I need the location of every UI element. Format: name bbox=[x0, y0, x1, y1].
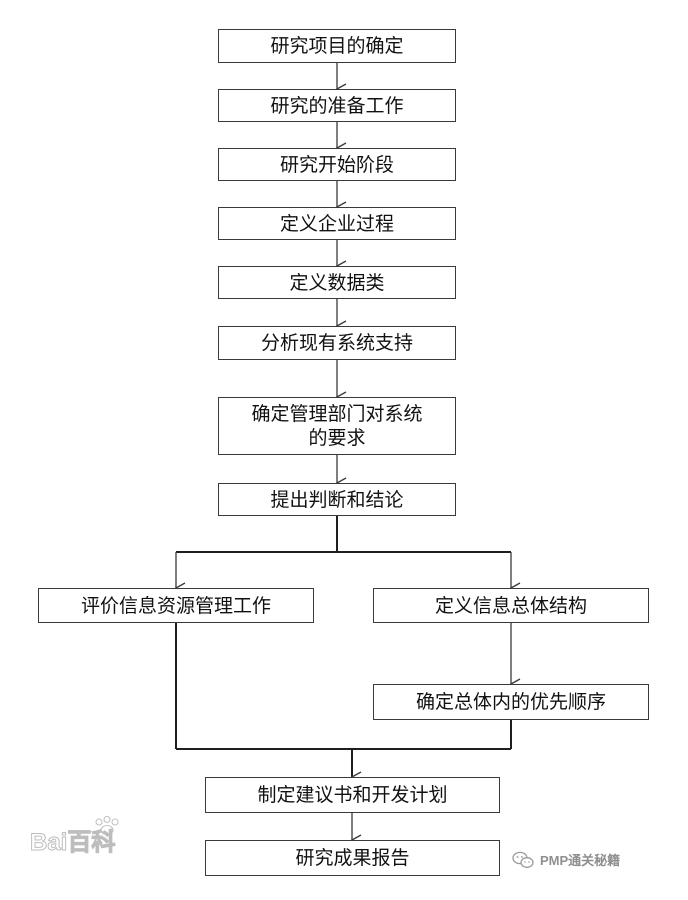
baidu-watermark-text: Bai百科 bbox=[30, 829, 115, 856]
node-label: 研究的准备工作 bbox=[270, 94, 404, 117]
node-label-line1: 确定管理部门对系统 bbox=[251, 403, 423, 425]
node-evaluate-info-resource-management: 评价信息资源管理工作 bbox=[38, 588, 314, 623]
node-research-preparation: 研究的准备工作 bbox=[218, 89, 456, 122]
node-proposal-and-plan: 制定建议书和开发计划 bbox=[205, 777, 500, 813]
node-label-line2: 的要求 bbox=[308, 427, 366, 449]
node-analyze-existing-system: 分析现有系统支持 bbox=[218, 326, 456, 360]
node-define-info-architecture: 定义信息总体结构 bbox=[373, 588, 649, 623]
node-define-business-process: 定义企业过程 bbox=[218, 207, 456, 240]
node-management-requirements: 确定管理部门对系统 的要求 bbox=[218, 397, 456, 455]
wechat-icon bbox=[512, 851, 534, 868]
node-label: 确定总体内的优先顺序 bbox=[415, 691, 606, 713]
node-label: 定义企业过程 bbox=[279, 212, 394, 235]
node-determine-priority: 确定总体内的优先顺序 bbox=[373, 684, 649, 720]
pmp-watermark-text: PMP通关秘籍 bbox=[540, 853, 621, 868]
node-label: 分析现有系统支持 bbox=[260, 332, 413, 354]
node-research-project-confirmation: 研究项目的确定 bbox=[218, 29, 456, 63]
node-label: 定义数据类 bbox=[289, 271, 385, 294]
baidu-baike-watermark: Bai百科 bbox=[30, 816, 119, 856]
node-judgment-and-conclusion: 提出判断和结论 bbox=[218, 483, 456, 516]
node-research-report: 研究成果报告 bbox=[205, 840, 500, 876]
node-label: 研究项目的确定 bbox=[270, 35, 404, 57]
node-label: 研究开始阶段 bbox=[279, 153, 394, 176]
node-label: 定义信息总体结构 bbox=[434, 594, 587, 617]
node-label: 评价信息资源管理工作 bbox=[80, 594, 271, 617]
node-research-start-phase: 研究开始阶段 bbox=[218, 148, 456, 181]
node-label: 研究成果报告 bbox=[295, 847, 410, 869]
node-label: 制定建议书和开发计划 bbox=[257, 784, 448, 806]
node-label: 提出判断和结论 bbox=[270, 488, 404, 511]
node-define-data-classes: 定义数据类 bbox=[218, 266, 456, 299]
pmp-watermark: PMP通关秘籍 bbox=[512, 850, 620, 869]
